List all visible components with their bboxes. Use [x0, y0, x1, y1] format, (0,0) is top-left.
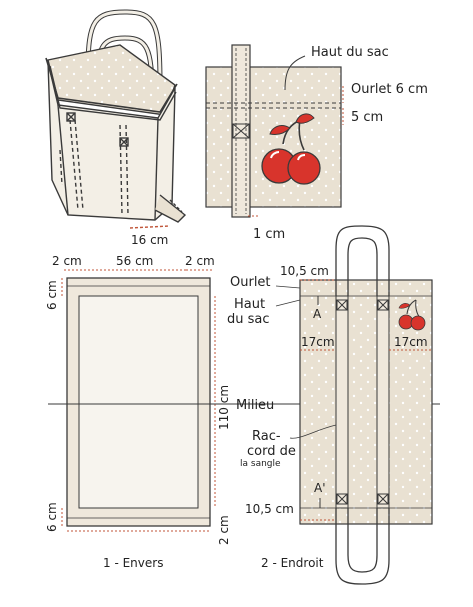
label-ourlet: Ourlet [230, 275, 271, 290]
label-5cm: 5 cm [351, 110, 383, 125]
dim-17cm-left: 17cm [301, 335, 335, 349]
label-cord-de: cord de [247, 444, 296, 459]
dim-16cm: 16 cm [131, 233, 168, 247]
dim-6cm-bottom: 6 cm [45, 502, 59, 532]
dim-10-5-bottom: 10,5 cm [245, 502, 294, 516]
dim-2cm-right: 2 cm [185, 254, 215, 268]
dim-10-5-top: 10,5 cm [280, 264, 329, 278]
dim-110cm: 110 cm [217, 385, 231, 430]
label-haut-du-sac-top: Haut du sac [311, 45, 389, 60]
dim-2cm-vertical: 2 cm [217, 515, 231, 545]
detail-panel [205, 44, 344, 218]
label-milieu: Milieu [236, 398, 274, 413]
label-ourlet-6cm: Ourlet 6 cm [351, 82, 428, 97]
panel-endroit [275, 225, 433, 585]
cherry-icon [261, 113, 321, 185]
dim-56cm: 56 cm [116, 254, 153, 268]
caption-endroit: 2 - Endroit [261, 556, 324, 570]
label-la-sangle: la sangle [240, 459, 281, 469]
label-1cm: 1 cm [253, 227, 285, 242]
dim-2cm-left: 2 cm [52, 254, 82, 268]
bag-illustration [45, 9, 187, 229]
small-cherry-icon [398, 299, 426, 331]
dim-6cm-top: 6 cm [45, 280, 59, 310]
caption-envers: 1 - Envers [103, 556, 163, 570]
label-rac: Rac- [252, 429, 281, 444]
dim-17cm-right: 17cm [394, 335, 428, 349]
label-du-sac: du sac [227, 312, 270, 327]
label-haut: Haut [234, 297, 265, 312]
panel-envers [61, 269, 216, 532]
marker-a: A [313, 307, 322, 321]
marker-a-prime: A' [314, 481, 326, 495]
